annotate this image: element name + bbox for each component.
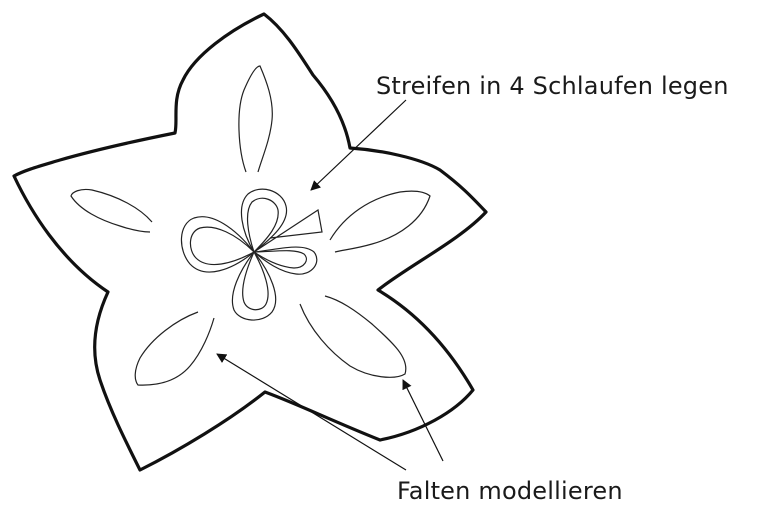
label-loops: Streifen in 4 Schlaufen legen (376, 72, 729, 100)
label-folds: Falten modellieren (397, 477, 623, 505)
petal-folds (71, 66, 430, 385)
annotation-arrows (217, 100, 443, 470)
center-loops (181, 189, 322, 320)
fold-top (239, 66, 272, 172)
fold-bottom-left (135, 312, 214, 385)
arrow-to-loops (311, 100, 406, 190)
fold-right (330, 191, 430, 252)
loop-top-inner (248, 198, 279, 252)
arrow-to-fold-left (217, 354, 406, 470)
loop-right-inner (254, 251, 306, 268)
fold-bottom-right (300, 296, 406, 377)
loop-bottom-inner (243, 252, 268, 310)
strip-end (254, 210, 322, 252)
fold-left (71, 189, 152, 232)
